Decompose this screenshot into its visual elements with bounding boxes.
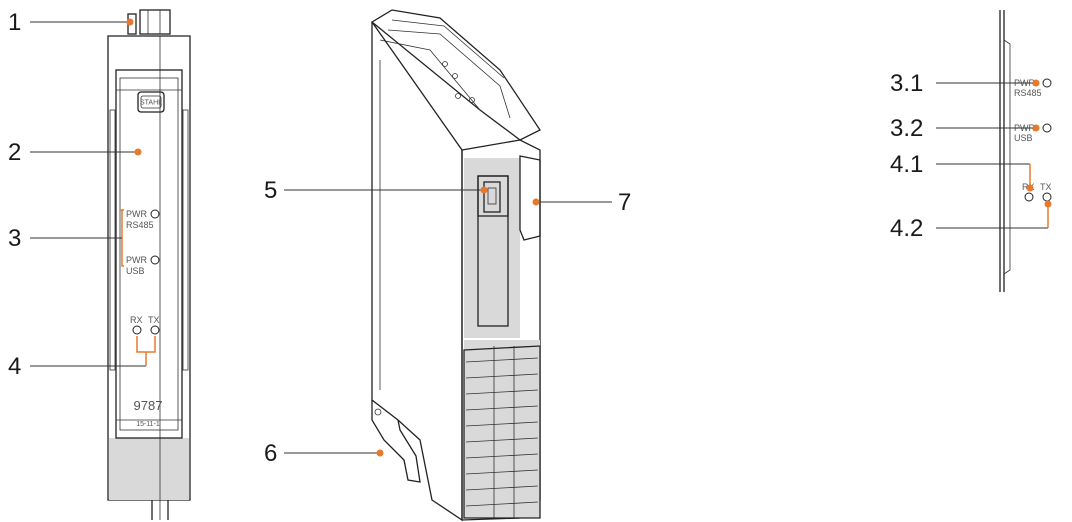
callout-4-2: 4.2 xyxy=(890,215,923,242)
led-rx xyxy=(132,325,142,335)
marker-3-1 xyxy=(1032,79,1040,87)
terminals-shade xyxy=(464,340,540,518)
detail-rs485: RS485 xyxy=(1014,88,1042,98)
callout-4-1: 4.1 xyxy=(890,151,923,178)
detail-led-rx xyxy=(1024,192,1034,202)
callout-3: 3 xyxy=(8,225,21,252)
callout-1: 1 xyxy=(8,9,21,36)
front-panel xyxy=(115,69,183,439)
detail-tx: TX xyxy=(1040,182,1052,192)
callout-7: 7 xyxy=(618,189,631,216)
usb-label: USB xyxy=(126,266,145,276)
bracket-3 xyxy=(120,209,124,267)
marker-7 xyxy=(532,198,540,206)
top-connector xyxy=(139,9,171,35)
detail-led-pwr-rs485 xyxy=(1042,78,1052,88)
marker-2 xyxy=(134,148,142,156)
tx-label: TX xyxy=(148,315,160,325)
callout-2: 2 xyxy=(8,139,21,166)
brand-logo xyxy=(137,91,165,113)
front-bottom-shade xyxy=(109,438,189,500)
detail-view: PWR RS485 PWR USB RX TX 3.1 3.2 4.1 4.2 xyxy=(890,10,1052,292)
model-number: 9787 xyxy=(134,398,163,413)
led-pwr-rs485 xyxy=(150,209,160,219)
front-body xyxy=(107,35,191,501)
detail-led-pwr-usb xyxy=(1042,123,1052,133)
pwr-label-1: PWR xyxy=(126,209,147,219)
side-latch xyxy=(519,155,541,241)
marker-3-2 xyxy=(1032,124,1040,132)
terminal-blocks xyxy=(463,345,541,519)
pwr-label-2: PWR xyxy=(126,255,147,265)
bracket-4 xyxy=(136,336,156,353)
marker-6 xyxy=(376,449,384,457)
rs485-label: RS485 xyxy=(126,220,154,230)
callout-6: 6 xyxy=(264,440,277,467)
model-sub: 15-11-1 xyxy=(136,421,160,428)
din-clip xyxy=(371,400,421,483)
callout-5: 5 xyxy=(264,177,277,204)
iso-panel-shade xyxy=(464,158,520,338)
detail-led-tx xyxy=(1042,192,1052,202)
callout-3-2: 3.2 xyxy=(890,115,923,142)
usb-port xyxy=(477,175,509,217)
led-tx xyxy=(150,325,160,335)
led-pwr-usb xyxy=(150,255,160,265)
marker-1 xyxy=(126,18,134,26)
detail-usb: USB xyxy=(1014,133,1033,143)
callout-3-1: 3.1 xyxy=(890,70,923,97)
marker-4-2 xyxy=(1044,200,1052,208)
isometric-view: 5 7 6 xyxy=(264,9,631,522)
rx-label: RX xyxy=(130,315,143,325)
front-view: STAHL PWR RS485 PWR USB RX TX 9787 15-11… xyxy=(8,9,191,520)
marker-4-1 xyxy=(1026,184,1034,192)
iso-top xyxy=(370,9,541,141)
marker-5 xyxy=(480,186,488,194)
callout-4: 4 xyxy=(8,353,21,380)
iso-left-face xyxy=(371,21,463,522)
brand-text: STAHL xyxy=(140,100,162,107)
